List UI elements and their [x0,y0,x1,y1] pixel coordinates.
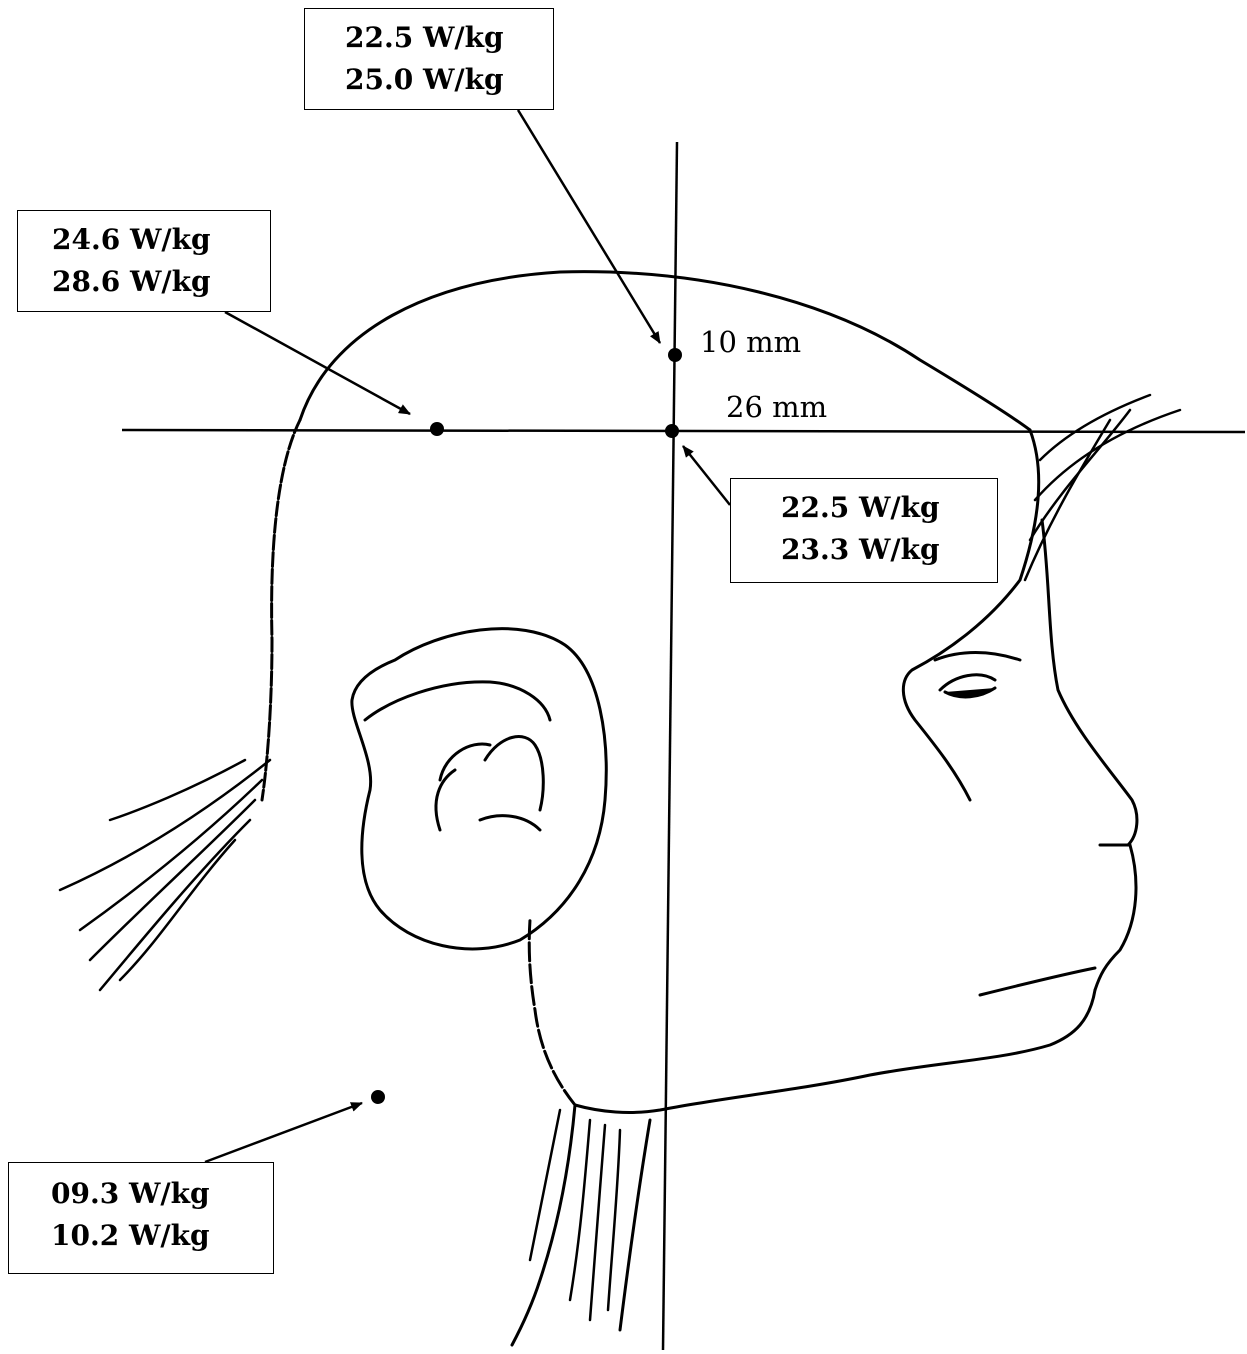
label-upper-left-line1: 24.6 W/kg [52,219,270,261]
arrow-upper-left [225,312,410,414]
point-center [665,424,679,438]
label-top-line1: 22.5 W/kg [345,17,553,59]
arrow-center [683,446,730,505]
label-center-right-line2: 23.3 W/kg [781,529,997,571]
ear-drawing [352,629,606,949]
fur-strokes-left [60,760,270,990]
label-upper-left-line2: 28.6 W/kg [52,261,270,303]
measurement-horizontal: 26 mm [726,390,827,424]
label-top: 22.5 W/kg 25.0 W/kg [304,8,554,110]
fur-strokes-neck [530,1110,620,1320]
fur-strokes-forehead [1025,395,1180,580]
vertical-axis-line [663,142,677,1350]
label-lower-left-line1: 09.3 W/kg [51,1173,273,1215]
measurement-vertical: 10 mm [700,325,801,359]
label-lower-left-line2: 10.2 W/kg [51,1215,273,1257]
label-lower-left: 09.3 W/kg 10.2 W/kg [8,1162,274,1274]
point-top [668,348,682,362]
eye-drawing [935,653,1020,697]
arrow-top [518,110,660,343]
label-center-right-line1: 22.5 W/kg [781,487,997,529]
label-top-line2: 25.0 W/kg [345,59,553,101]
arrow-lower-left [205,1103,362,1162]
label-center-right: 22.5 W/kg 23.3 W/kg [730,478,998,583]
point-upper-left [430,422,444,436]
label-upper-left: 24.6 W/kg 28.6 W/kg [17,210,271,312]
point-lower-left [371,1090,385,1104]
